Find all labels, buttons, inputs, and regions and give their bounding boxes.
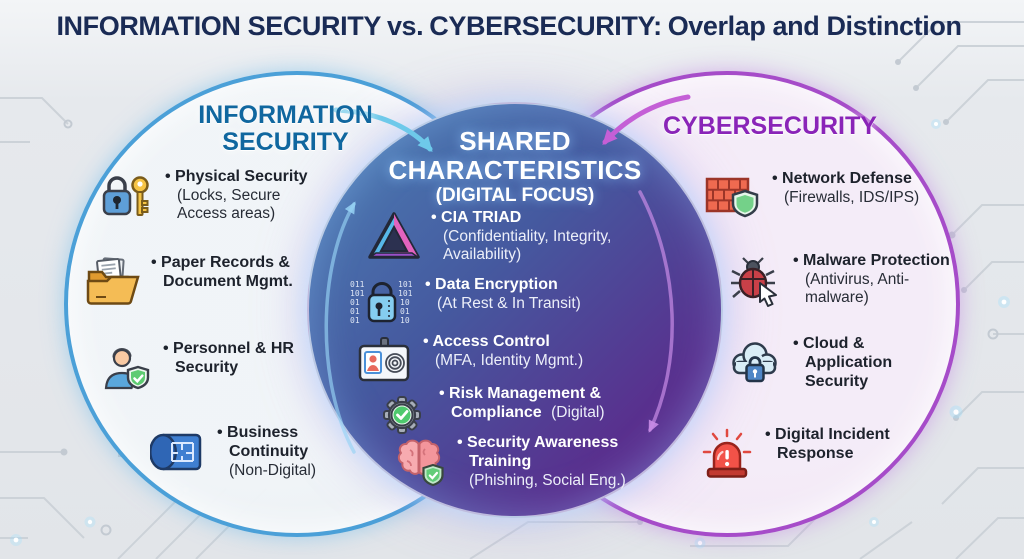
svg-text:10: 10 (400, 298, 410, 307)
item-title: • Cloud & Application Security (793, 335, 893, 390)
item-digital-incident-response: • Digital Incident Response (698, 426, 927, 481)
item-network-defense: • Network Defense (Firewalls, IDS/IPS) (703, 170, 954, 225)
title-suffix: Overlap and Distinction (667, 11, 962, 41)
item-subtitle: (Phishing, Social Eng.) (469, 471, 626, 489)
item-title: • Personnel & HR Security (163, 340, 294, 376)
item-risk-management: • Risk Management & Compliance (Digital) (374, 385, 669, 442)
title-infosec: INFORMATION SECURITY (56, 11, 381, 41)
item-title: • Malware Protection (793, 252, 950, 269)
item-title: • Paper Records & Document Mgmt. (151, 254, 293, 290)
svg-text:101: 101 (398, 280, 413, 289)
item-subtitle: (Confidentiality, Integrity, Availabilit… (443, 227, 612, 264)
blueprint-icon (150, 425, 208, 479)
item-physical-security: • Physical Security (Locks, Secure Acces… (98, 168, 323, 223)
item-title: • CIA TRIAD (431, 209, 522, 226)
item-title: • Network Defense (772, 170, 912, 187)
siren-icon (698, 427, 756, 481)
item-subtitle: (Firewalls, IDS/IPS) (784, 188, 920, 206)
svg-text:01: 01 (400, 307, 410, 316)
item-subtitle: (MFA, Identity Mgmt.) (435, 351, 584, 369)
title-cyber: CYBERSECURITY: (429, 11, 662, 41)
bug-cursor-icon (726, 253, 784, 311)
item-personnel-hr: • Personnel & HR Security (96, 340, 303, 395)
cloud-lock-icon (724, 336, 784, 390)
person-shield-icon (96, 341, 154, 395)
item-title: • Digital Incident Response (765, 426, 890, 462)
item-subtitle: (At Rest & In Transit) (437, 294, 581, 312)
item-subtitle: (Antivirus, Anti-malware) (805, 270, 910, 307)
item-title: • Security Awareness Training (457, 434, 619, 470)
svg-text:10: 10 (400, 316, 410, 325)
svg-text:101: 101 (350, 289, 365, 298)
cybersecurity-label: CYBERSECURITY (663, 112, 877, 140)
shared-subtitle: (DIGITAL FOCUS) (435, 185, 595, 207)
id-card-fingerprint-icon (354, 334, 414, 384)
shared-characteristics-heading: SHARED CHARACTERISTICS (DIGITAL FOCUS) (348, 127, 682, 207)
cia-triangle-icon (366, 210, 422, 262)
item-cloud-application-security: • Cloud & Application Security (724, 335, 921, 392)
item-title: • Data Encryption (425, 276, 558, 293)
item-title: • Physical Security (165, 168, 308, 185)
item-access-control: • Access Control (MFA, Identity Mgmt.) (354, 333, 628, 384)
lock-and-key-icon (98, 169, 156, 223)
item-title: • Access Control (423, 333, 550, 350)
svg-text:01: 01 (350, 298, 360, 307)
item-malware-protection: • Malware Protection (Antivirus, Anti-ma… (726, 252, 979, 311)
shared-title: SHARED CHARACTERISTICS (388, 126, 642, 185)
gear-check-icon (374, 386, 430, 442)
item-cia-triad: • CIA TRIAD (Confidentiality, Integrity,… (366, 209, 666, 264)
item-title: • Business Continuity (217, 424, 309, 460)
item-subtitle: (Locks, Secure Access areas) (177, 186, 281, 223)
svg-text:011: 011 (350, 280, 365, 289)
folder-documents-icon (84, 255, 142, 309)
item-title: • Risk Management & Compliance (439, 385, 602, 421)
brick-wall-shield-icon (703, 171, 763, 225)
item-paper-records: • Paper Records & Document Mgmt. (84, 254, 323, 309)
svg-text:101: 101 (398, 289, 413, 298)
item-security-awareness: • Security Awareness Training (Phishing,… (390, 434, 653, 491)
brain-shield-icon (390, 435, 448, 491)
svg-text:01: 01 (350, 316, 360, 325)
title-vs: vs. (386, 11, 424, 41)
svg-text:01: 01 (350, 307, 360, 316)
item-subtitle: (Digital) (551, 403, 605, 421)
item-business-continuity: • Business Continuity (Non-Digital) (150, 424, 337, 480)
item-subtitle: (Non-Digital) (229, 461, 316, 479)
